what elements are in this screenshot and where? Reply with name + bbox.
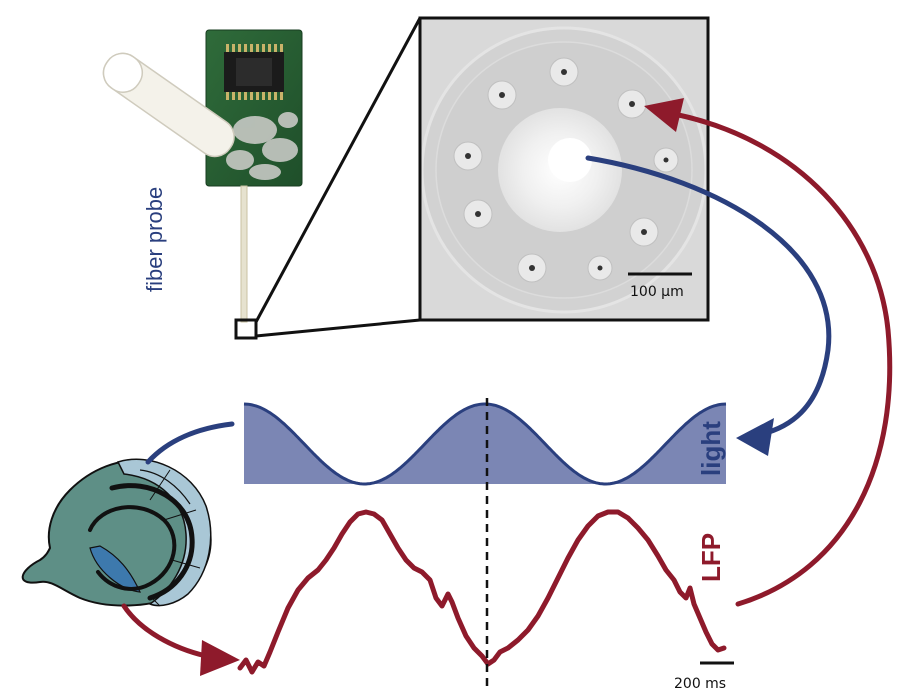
blue-connector-brain <box>145 421 235 465</box>
time-scale-label: 200 ms <box>674 676 726 692</box>
lfp-label: LFP <box>696 533 726 582</box>
lfp-trace <box>237 509 727 675</box>
fiber-probe-device-icon <box>102 29 303 340</box>
blue-arrow-core-to-light <box>585 155 832 439</box>
scale-bar-label: 100 µm <box>630 284 684 300</box>
light-waveform: light <box>243 402 727 486</box>
red-arrow-brain-to-lfp <box>121 603 209 659</box>
red-arrowhead-bottom <box>200 640 240 676</box>
zoom-line-bottom <box>255 318 421 338</box>
fiber-probe-label: fiber probe <box>142 187 167 292</box>
red-arrowhead-top <box>644 98 684 132</box>
red-arrow-lfp-to-electrode <box>671 111 893 607</box>
light-label: light <box>696 421 726 476</box>
fiber-cross-section-micrograph: 100 µm <box>418 16 710 322</box>
hippocampus-brain-icon <box>21 458 212 607</box>
zoom-line-top <box>254 17 422 323</box>
blue-arrowhead <box>736 418 774 456</box>
